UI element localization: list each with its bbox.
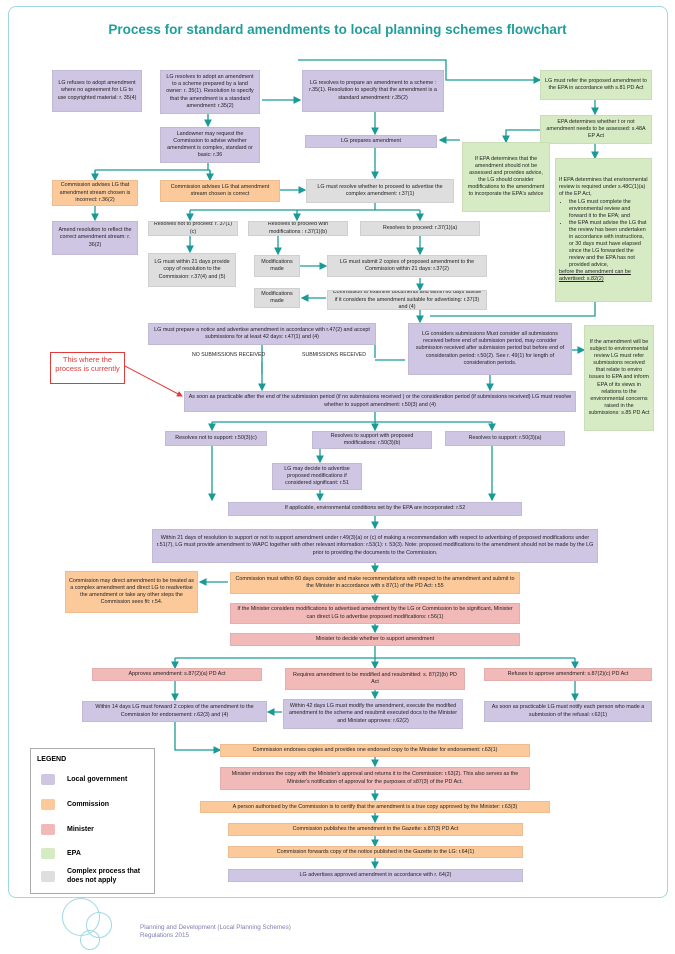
box-resolves-proceed-mods: Resolves to proceed with modifications :… — [248, 221, 348, 236]
legend-swatch — [41, 799, 55, 810]
box-commission-correct: Commission advises LG that amendment str… — [160, 180, 280, 202]
label-no-submissions: NO SUBMISSIONS RECEIVED — [192, 352, 266, 358]
box-consider-submissions: LG considers submissions Must consider a… — [408, 323, 572, 375]
box-epa-submissions: If the amendment will be subject to envi… — [584, 325, 654, 431]
legend-item-minister: Minister — [41, 824, 94, 835]
box-epa-refer: LG must refer the proposed amendment to … — [540, 70, 652, 100]
box-commission-endorses: Commission endorses copies and provides … — [220, 744, 530, 757]
decor-circle — [80, 930, 100, 950]
box-lg-adopt-landowner: LG resolves to adopt an amendment to a s… — [160, 70, 260, 114]
epa-review-item: the LG must complete the environmental r… — [569, 199, 648, 220]
box-refuses: Refuses to approve amendment: s.87(2)(c)… — [484, 668, 652, 681]
box-forward-copies: Within 14 days LG must forward 2 copies … — [82, 701, 267, 722]
box-certify-true-copy: A person authorised by the Commission is… — [200, 801, 550, 813]
legend-swatch — [41, 848, 55, 859]
box-modify-resubmit: Within 42 days LG must modify the amendm… — [283, 699, 463, 729]
box-minister-modifications: If the Minister considers modifications … — [230, 603, 520, 624]
page-title: Process for standard amendments to local… — [108, 22, 567, 37]
box-notify-refusal: As soon as practicable LG must notify ea… — [484, 701, 652, 722]
legend-label: Minister — [67, 825, 94, 833]
box-approves: Approves amendment: s.87(2)(a) PD Act — [92, 668, 262, 681]
box-commission-recommend: Commission must within 60 days consider … — [230, 572, 520, 594]
footer-line: Planning and Development (Local Planning… — [140, 924, 291, 931]
box-commission-incorrect: Commission advises LG that amendment str… — [52, 180, 138, 206]
legend-swatch — [41, 870, 55, 882]
box-commission-direct-complex: Commission may direct amendment to be tr… — [65, 571, 198, 613]
legend-label: Commission — [67, 800, 110, 808]
page-frame — [8, 6, 668, 898]
legend-swatch — [41, 824, 55, 835]
box-modifications-made-1: Modifications made — [254, 255, 300, 277]
box-commission-examine: Commission to examine documents and with… — [327, 290, 487, 310]
box-lg-prepares: LG prepares amendment — [305, 135, 437, 148]
box-resolves-not-support: Resolves not to support: r.50(3)(c) — [165, 431, 267, 446]
epa-review-end: before the amendment can be advertised: … — [559, 269, 631, 283]
box-epa-review: If EPA determines that environmental rev… — [555, 158, 652, 302]
legend-item-local-government: Local government — [41, 774, 127, 785]
legend-item-commission: Commission — [41, 799, 109, 810]
footer: Planning and Development (Local Planning… — [140, 924, 291, 940]
box-lg-prepare-amendment: LG resolves to prepare an amendment to a… — [302, 70, 444, 112]
legend-label: EPA — [67, 849, 81, 857]
box-resolve-support: As soon as practicable after the end of … — [184, 391, 576, 412]
legend: LEGEND Local government Commission Minis… — [30, 748, 155, 894]
box-minister-endorses: Minister endorses the copy with the Mini… — [220, 767, 530, 790]
epa-review-intro: If EPA determines that environmental rev… — [559, 176, 648, 197]
footer-line: Regulations 2015 — [140, 931, 190, 939]
box-amend-resolution: Amend resolution to reflect the correct … — [52, 221, 138, 255]
box-requires-modified: Requires amendment to be modified and re… — [285, 668, 465, 690]
box-resolve-advertise-complex: LG must resolve whether to proceed to ad… — [306, 179, 454, 203]
box-modifications-made-2: Modifications made — [254, 288, 300, 308]
box-environmental-conditions: If applicable, environmental conditions … — [228, 502, 522, 516]
box-resolves-not-proceed: Resolves not to proceed: r. 37(1)(c) — [148, 221, 238, 236]
box-provide-to-wapc: Within 21 days of resolution to support … — [152, 529, 598, 563]
legend-item-complex: Complex process that does not apply — [41, 867, 146, 885]
box-submit-copies: LG must submit 2 copies of proposed amen… — [327, 255, 487, 277]
legend-title: LEGEND — [37, 756, 67, 763]
label-submissions: SUBMISSIONS RECEIVED — [302, 352, 366, 358]
box-resolves-proceed: Resolves to proceed: r.37(1)(a) — [360, 221, 480, 236]
box-landowner-request: Landowner may request the Commission to … — [160, 127, 260, 163]
box-provide-copy-resolution: LG must within 21 days provide copy of r… — [148, 253, 236, 287]
box-lg-advertises-approved: LG advertises approved amendment in acco… — [228, 869, 523, 882]
box-resolves-support: Resolves to support: r.50(3)(a) — [445, 431, 565, 446]
legend-item-epa: EPA — [41, 848, 81, 859]
box-advertise-notice: LG must prepare a notice and advertise a… — [148, 323, 376, 345]
legend-label: Local government — [67, 775, 128, 783]
box-gazette-forward: Commission forwards copy of the notice p… — [228, 846, 523, 858]
current-process-annotation: This where the process is currently — [50, 352, 125, 384]
epa-review-item: the EPA must advise the LG that the revi… — [569, 220, 648, 269]
epa-review-list: the LG must complete the environmental r… — [565, 199, 648, 269]
legend-swatch — [41, 774, 55, 785]
box-minister-decide: Minister to decide whether to support am… — [230, 633, 520, 646]
box-gazette-publish: Commission publishes the amendment in th… — [228, 823, 523, 836]
box-epa-determines: EPA determines whether t or not amendmen… — [540, 115, 652, 144]
box-advertise-mods: LG may decide to advertise proposed modi… — [272, 463, 362, 490]
legend-label: Complex process that does not apply — [67, 868, 141, 885]
box-lg-refuses-adopt: LG refuses to adopt amendment where no a… — [52, 70, 142, 112]
box-epa-no-assess: If EPA determines that the amendment sho… — [462, 142, 550, 212]
box-support-mods: Resolves to support with proposed modifi… — [312, 431, 432, 449]
